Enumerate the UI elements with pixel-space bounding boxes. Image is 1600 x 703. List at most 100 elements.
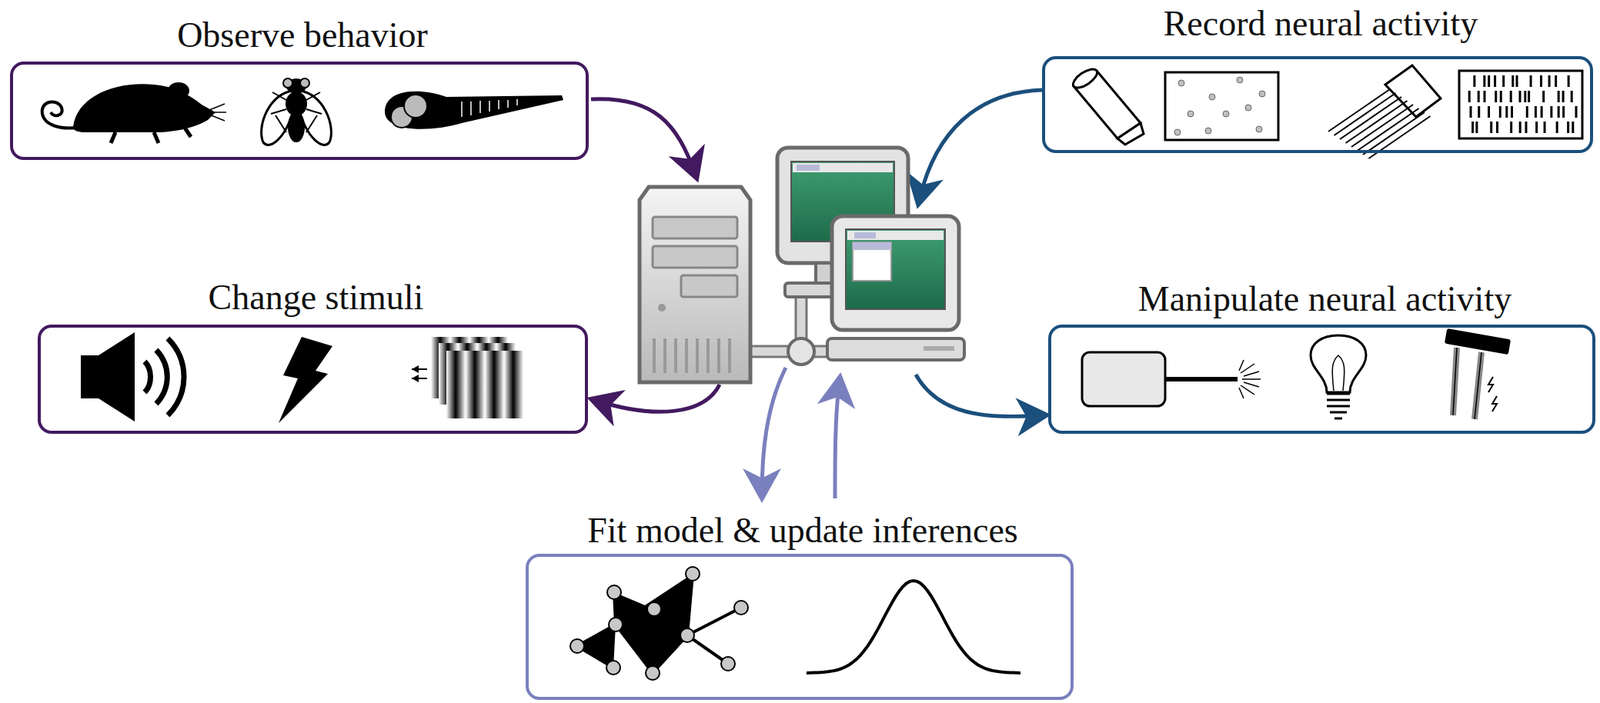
spike-raster-part-part (1567, 75, 1570, 87)
zebrafish-icon-part (404, 94, 428, 118)
spike-raster-part-part (1519, 121, 1522, 134)
calcium-imaging-frame-part (1174, 76, 1266, 136)
spike-raster-part-part (1511, 75, 1514, 87)
computer-network-part (845, 229, 946, 310)
spike-raster-part-part (1554, 75, 1557, 87)
optogenetic-laser-icon-part (1239, 360, 1261, 399)
spike-raster-part-part (1483, 75, 1486, 87)
computer-network-part (923, 346, 955, 351)
spike-raster-part-part (1539, 75, 1543, 87)
calcium-imaging-frame-part-part (1255, 126, 1263, 133)
fly-icon-part (270, 92, 322, 114)
panel-box: Observe behavior (10, 61, 589, 161)
spike-raster-part-part (1526, 106, 1529, 118)
spike-raster-part-part (1499, 90, 1503, 103)
zebrafish-icon-part (384, 91, 564, 130)
computer-network-part (792, 163, 893, 173)
graph-model-icon-part-part (647, 602, 662, 617)
computer-network-part (639, 187, 751, 383)
spike-raster-part-part (1494, 90, 1497, 103)
spike-raster-part-part (1529, 75, 1533, 87)
spike-raster-part (1459, 70, 1583, 139)
microscope-objective-icon (1070, 65, 1144, 145)
spike-raster-part (1469, 75, 1577, 134)
panel-box: Fit model & update inferences (525, 554, 1074, 701)
spike-raster-part-part (1477, 106, 1480, 118)
graph-model-icon-part-part (734, 601, 749, 615)
calcium-imaging-frame-part-part (1178, 80, 1185, 87)
optogenetic-laser-icon-part (1165, 377, 1238, 382)
flow-arrow-part (915, 374, 1044, 418)
spike-raster-part-part (1542, 90, 1545, 103)
computer-network-part (652, 217, 738, 239)
computer-network-part (681, 275, 738, 298)
grating-icon-part (411, 369, 428, 379)
graph-model-icon-part (570, 567, 749, 681)
computer-network-part (652, 246, 738, 268)
spike-raster-part-part (1510, 106, 1514, 118)
electrode-array-icon-part-part (1362, 112, 1425, 155)
light-bulb-icon-part (1332, 355, 1345, 391)
calcium-imaging-frame-part-part (1187, 110, 1194, 117)
panel-heading: Record neural activity (1163, 4, 1479, 44)
computer-network-part (852, 242, 892, 281)
microscope-objective-icon-part (1117, 123, 1144, 145)
calcium-imaging-frame-part-part (1174, 129, 1181, 136)
computer-network-part (788, 338, 815, 365)
computer-network-part (654, 338, 730, 374)
electrode-array-icon-part (1328, 89, 1431, 159)
mouse-icon-part (209, 103, 227, 121)
flow-arrow-part (918, 90, 1043, 202)
calcium-imaging-frame-part-part (1209, 93, 1216, 101)
spike-raster-part-part (1471, 121, 1474, 134)
graph-model-icon-part-part (570, 639, 585, 654)
stimulating-electrode-icon (1444, 328, 1511, 420)
spike-raster-part-part (1493, 75, 1497, 87)
spike-raster-part-part (1516, 75, 1519, 87)
graph-model-icon-part-part (606, 661, 621, 675)
graph-model-icon-part-part (607, 585, 622, 600)
spike-raster-part-part (1540, 106, 1544, 118)
calcium-imaging-frame (1165, 72, 1279, 141)
shock-icon (278, 337, 333, 424)
calcium-imaging-frame-part-part (1222, 110, 1230, 117)
spike-raster-part-part (1502, 75, 1505, 87)
panel-box: Record neural activity (1042, 56, 1594, 154)
stimulating-electrode-icon-part (1453, 347, 1482, 420)
spike-raster-part-part (1509, 121, 1513, 134)
graph-model-icon-part-part (721, 657, 735, 672)
spike-raster-part-part (1505, 106, 1508, 118)
speaker-icon-part (167, 338, 184, 416)
spike-raster-part-part (1535, 121, 1538, 134)
spike-raster-part-part (1469, 106, 1473, 118)
spike-raster-part-part (1571, 121, 1574, 134)
speaker-icon-part (156, 350, 168, 405)
computer-network-part (796, 164, 820, 171)
spike-raster-part-part (1473, 75, 1476, 87)
panel-box: Manipulate neural activity (1048, 324, 1596, 435)
calcium-imaging-frame-part-part (1259, 90, 1266, 97)
graph-model-icon-part-part (645, 666, 660, 681)
computer-network-part (827, 338, 965, 361)
light-bulb-icon-part (1310, 335, 1367, 393)
stimulating-electrode-icon-part (1453, 347, 1482, 420)
spike-raster-part-part (1548, 75, 1551, 87)
gaussian-curve (806, 581, 1021, 674)
spike-raster-part-part (1483, 90, 1486, 103)
mouse-icon-part (110, 127, 191, 144)
spike-raster-part-part (1499, 106, 1502, 118)
spike-raster-part-part (1557, 90, 1560, 103)
mouse-icon-part (167, 82, 190, 100)
electrode-array-icon (1328, 65, 1441, 159)
shock-icon-part (278, 337, 333, 424)
flow-arrow-part (594, 384, 720, 412)
fly-icon-part (283, 78, 293, 88)
spike-raster-part-part (1566, 121, 1570, 134)
panel-heading: Change stimuli (208, 278, 425, 318)
light-bulb-icon-part (1326, 394, 1350, 419)
flow-arrow (591, 90, 1044, 499)
panel-box: Change stimuli (37, 324, 588, 435)
graph-model-icon-part-part (680, 628, 695, 643)
mouse-icon (42, 82, 227, 144)
